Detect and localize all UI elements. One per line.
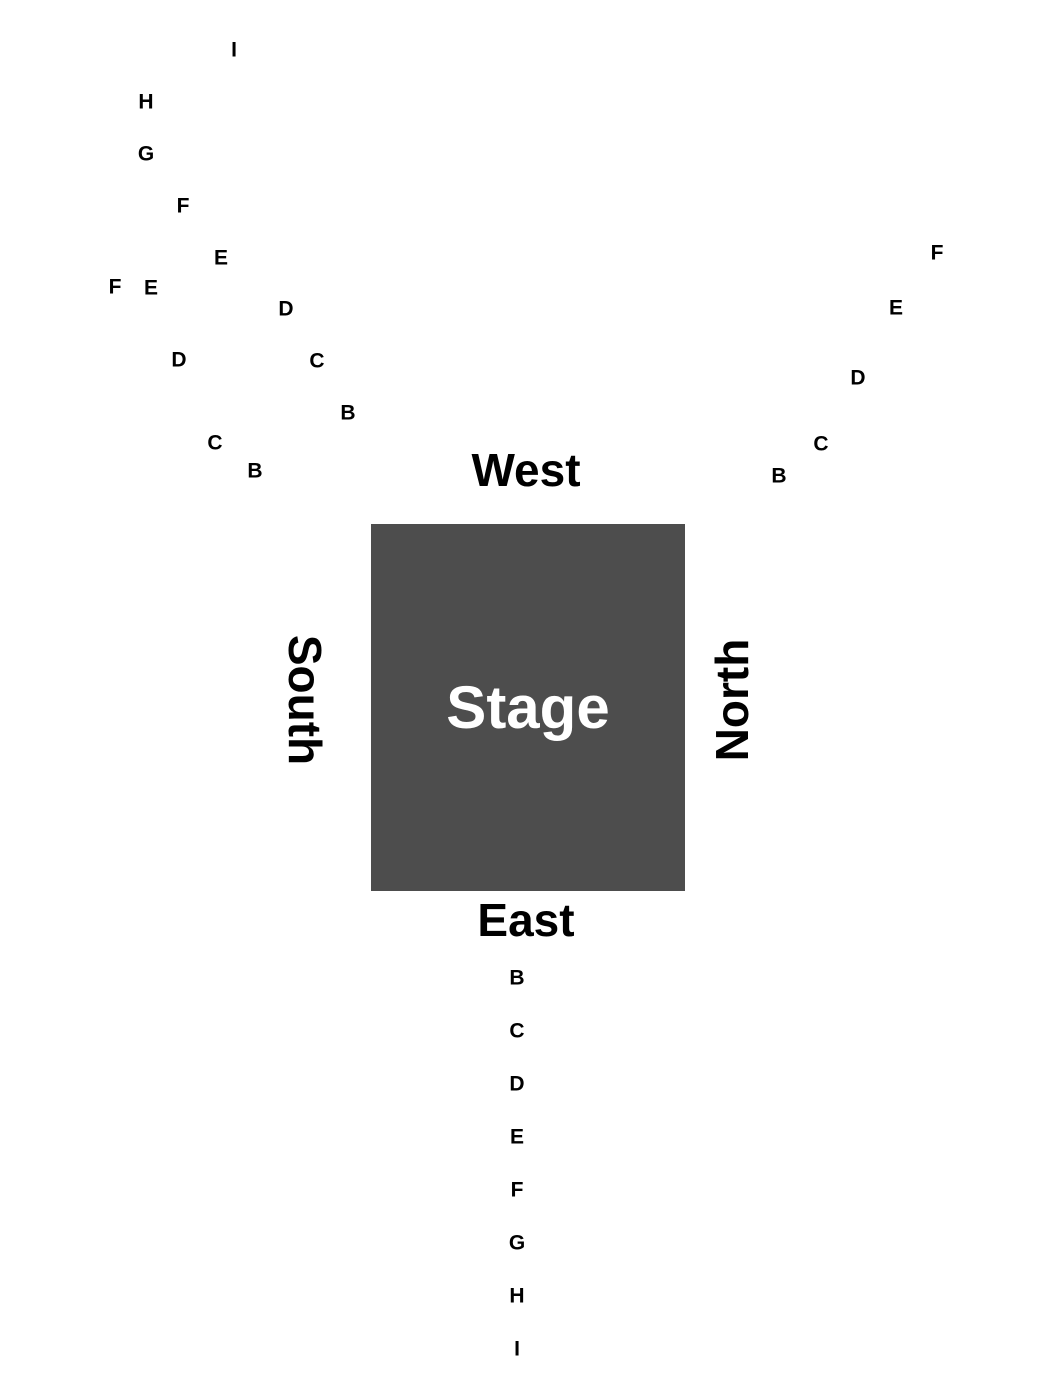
row-label-upper-right: C [813, 432, 829, 456]
row-label-upper-right: B [771, 464, 787, 488]
row-label-upper-left-inner: C [207, 431, 223, 455]
row-label-upper-right: D [850, 366, 866, 390]
row-label-east: E [509, 1125, 525, 1149]
row-label-upper-left-inner: F [108, 275, 122, 299]
row-label-upper-right: F [930, 241, 944, 265]
row-label-east: D [509, 1072, 525, 1096]
row-label-upper-left-outer: G [137, 142, 155, 166]
row-label-east: I [514, 1337, 520, 1361]
row-label-east: F [510, 1178, 524, 1202]
row-label-upper-left-inner: B [247, 459, 263, 483]
row-label-upper-left-inner: D [171, 348, 187, 372]
row-label-upper-left-outer: H [138, 90, 154, 114]
row-label-upper-left-inner: E [143, 276, 159, 300]
stage-area: Stage [371, 524, 685, 891]
row-label-upper-left-outer: D [278, 297, 294, 321]
row-label-upper-left-outer: F [176, 194, 190, 218]
side-label-west: West [471, 444, 581, 496]
row-label-east: H [509, 1284, 525, 1308]
row-label-upper-left-outer: E [213, 246, 229, 270]
row-label-east: G [508, 1231, 526, 1255]
row-label-upper-right: E [888, 296, 904, 320]
side-label-north: North [706, 638, 758, 762]
side-label-east: East [477, 894, 575, 946]
row-label-east: C [509, 1019, 525, 1043]
side-label-south: South [279, 634, 331, 766]
stage-label: Stage [446, 673, 610, 741]
row-label-upper-left-outer: B [340, 401, 356, 425]
row-label-upper-left-outer: I [231, 38, 237, 62]
row-label-east: B [509, 966, 525, 990]
row-label-upper-left-outer: C [309, 349, 325, 373]
